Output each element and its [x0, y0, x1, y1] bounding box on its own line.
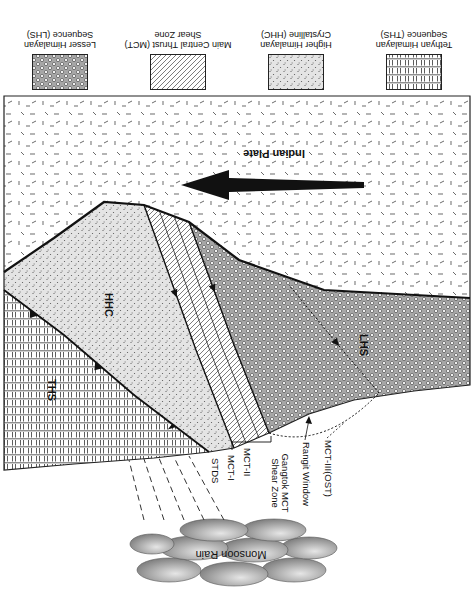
- region-label: Monsoon Rain: [196, 549, 267, 561]
- fault-label: MCT-II: [242, 448, 252, 477]
- leader-line: [305, 422, 309, 440]
- shear-zone-line: [159, 210, 259, 443]
- unit-label: LHS: [358, 334, 370, 356]
- main-himalayan-thrust: [4, 202, 470, 298]
- legend-pattern: [151, 55, 206, 90]
- zone-bracket: [232, 436, 271, 450]
- legend-text: Tethyan Himalayan Sequence (THS): [358, 29, 470, 50]
- legend-text: Higher Himalayan Crystalline (HHC): [240, 29, 352, 50]
- region-label: Indian Plate: [243, 148, 305, 160]
- legend-swatch: [386, 54, 442, 90]
- mct-two-line: [189, 222, 269, 433]
- cloud-puff: [130, 534, 174, 554]
- legend-pattern: [387, 55, 442, 90]
- stds-fault: [4, 290, 209, 452]
- mct-one-line: [144, 205, 234, 448]
- cloud-puff: [200, 562, 268, 586]
- eroded-thrust-arc: [269, 393, 379, 437]
- unit-fill: [4, 96, 470, 298]
- node-outline: [4, 96, 470, 298]
- normal-fault-barb: [30, 310, 176, 430]
- legend-text: Main Central Thrust (MCT) Shear Zone: [122, 29, 234, 50]
- rain-cloud: Monsoon Rain: [128, 516, 334, 588]
- fault-label: Gangtok MCT Shear Zone: [269, 447, 290, 519]
- legend-pattern: [269, 55, 324, 90]
- unit-label: HHC: [103, 293, 115, 317]
- leader-line: [327, 422, 345, 438]
- mct-three-line: [289, 285, 379, 393]
- leader-arrowhead: [306, 416, 313, 424]
- indian-plate: Indian Plate: [4, 96, 470, 298]
- thrust-arrow: [171, 284, 340, 346]
- legend-swatch: [32, 54, 88, 90]
- cloud-puff: [180, 519, 248, 541]
- fault-label: MCT-III(OST): [323, 440, 333, 497]
- cloud-puff: [281, 537, 337, 559]
- fault-label: Rangit Window: [301, 442, 311, 506]
- legend-item: Tethyan Himalayan Sequence (THS): [358, 29, 470, 90]
- cloud-puff: [137, 558, 201, 582]
- legend-swatch: [268, 54, 324, 90]
- section-frame: [4, 96, 470, 470]
- plate-motion-arrow: [181, 170, 364, 200]
- legend-text: Lesser Himalayan Sequence (LHS): [4, 29, 116, 50]
- legend-pattern: [33, 55, 88, 90]
- cloud-puff: [242, 519, 306, 541]
- mct-shear-zone: [144, 205, 269, 448]
- legend-item: Main Central Thrust (MCT) Shear Zone: [122, 29, 234, 90]
- unit-label: THS: [46, 379, 58, 401]
- fault-label: MCT-I: [226, 455, 236, 481]
- legend-item: Lesser Himalayan Sequence (LHS): [4, 29, 116, 90]
- rain-line: [129, 456, 224, 520]
- legend-swatch: [150, 54, 206, 90]
- fault-label: STDS: [210, 458, 220, 483]
- legend-item: Higher Himalayan Crystalline (HHC): [240, 29, 352, 90]
- cloud-puff: [262, 558, 326, 582]
